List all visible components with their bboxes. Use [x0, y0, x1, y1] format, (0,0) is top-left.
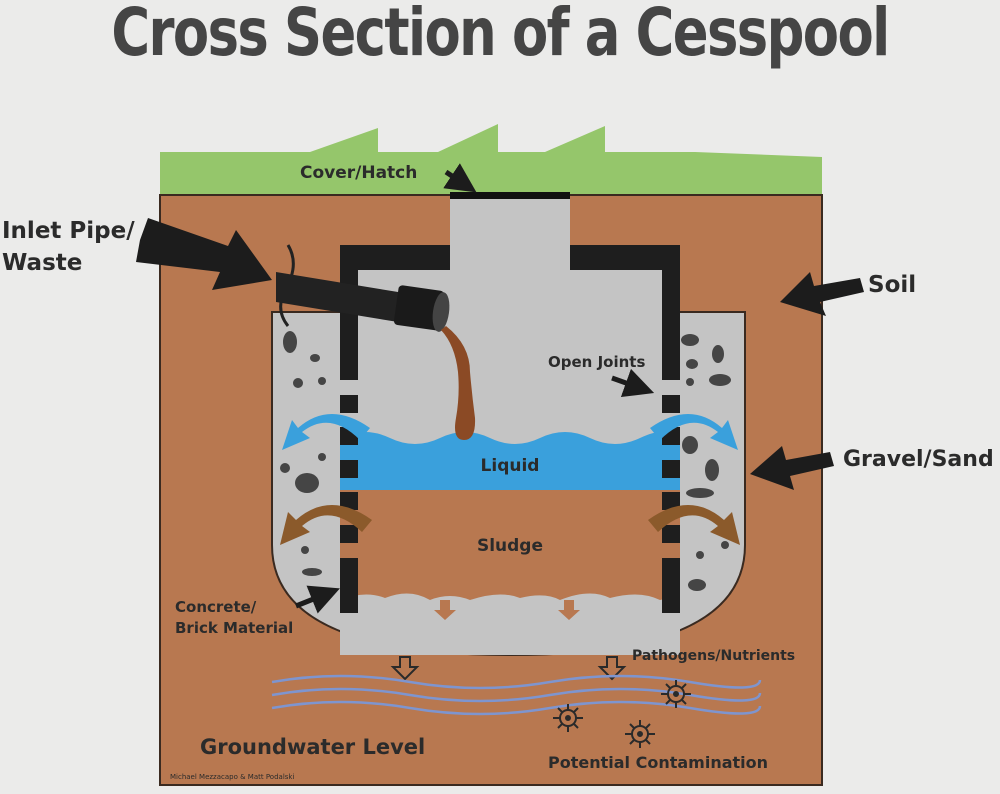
label-cover-hatch: Cover/Hatch: [300, 163, 417, 183]
label-concrete-line2: Brick Material: [175, 619, 293, 637]
inlet-pipe: [276, 244, 450, 332]
tank-interior: [340, 195, 680, 440]
label-groundwater: Groundwater Level: [200, 735, 425, 759]
sludge-layer: [340, 490, 680, 608]
label-soil: Soil: [868, 272, 916, 298]
thin-arrows: [295, 163, 655, 614]
grass-layer: [160, 124, 822, 195]
cover-arrow: [443, 163, 477, 193]
label-sludge: Sludge: [477, 536, 543, 556]
open-joints-arrow: [611, 368, 655, 398]
label-open-joints: Open Joints: [548, 353, 645, 371]
diagram-title: Cross Section of a Cesspool: [111, 0, 890, 71]
tank-walls: [340, 245, 680, 613]
label-liquid: Liquid: [481, 456, 540, 476]
cover-hatch: [450, 192, 570, 199]
concrete-arrow: [295, 585, 340, 614]
sludge-down-arrows: [434, 600, 580, 620]
liquid-layer: [340, 431, 680, 490]
inlet-arrow: [136, 218, 272, 290]
leaching-arrows: [390, 656, 627, 681]
sludge-seepage-arrows: [280, 505, 740, 545]
waste-stream: [441, 326, 476, 440]
label-pathogens: Pathogens/Nutrients: [632, 648, 795, 664]
credit-text: Michael Mezzacapo & Matt Podalski: [170, 773, 294, 781]
pointer-arrows: [136, 218, 864, 490]
label-inlet-line2: Waste: [2, 250, 82, 276]
groundwater-lines: [271, 674, 762, 716]
soil-arrow: [780, 272, 864, 316]
label-contamination: Potential Contamination: [548, 753, 768, 772]
label-inlet-line1: Inlet Pipe/: [2, 218, 135, 244]
pathogen-icons: [553, 680, 691, 748]
gravel-arrow: [750, 446, 834, 490]
label-concrete-line1: Concrete/: [175, 598, 257, 616]
label-gravel-sand: Gravel/Sand: [843, 447, 994, 472]
bottom-gravel: [340, 593, 680, 655]
liquid-seepage-arrows: [282, 414, 738, 450]
